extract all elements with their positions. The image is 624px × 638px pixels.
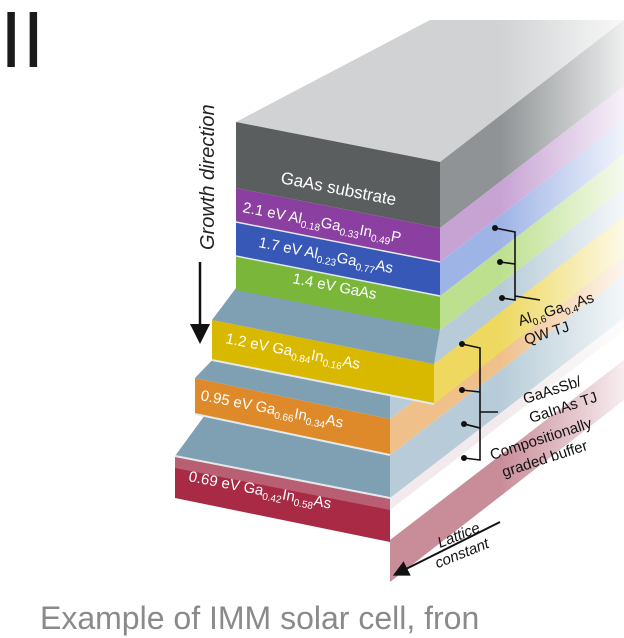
layer-0-69ev-front xyxy=(175,456,390,542)
figure-caption: Example of IMM solar cell, fron xyxy=(40,600,480,636)
layer-stack xyxy=(174,0,624,600)
callout-dots xyxy=(459,225,505,461)
middle-buffer-front xyxy=(195,352,390,419)
layer-1-4ev-front xyxy=(236,256,440,330)
lower-buffer-front xyxy=(175,415,390,498)
slide-heading-fragment: II xyxy=(0,0,45,84)
lattice-constant-arrow xyxy=(392,521,501,576)
layer-label-1-7ev: 1.7 eV Al0.23Ga0.77As xyxy=(257,234,395,280)
callout-leaders xyxy=(461,227,541,461)
layer-1-7ev-front xyxy=(236,222,440,296)
gaas-substrate-front xyxy=(236,122,440,228)
upper-buffer-front xyxy=(212,288,440,364)
layer-1-2ev-front xyxy=(212,320,434,404)
layer-2-1ev-front xyxy=(236,188,440,262)
layer-0-95ev-front xyxy=(195,378,390,455)
growth-direction-label: Growth direction xyxy=(197,104,219,250)
growth-direction-indicator: Growth direction xyxy=(190,104,219,344)
